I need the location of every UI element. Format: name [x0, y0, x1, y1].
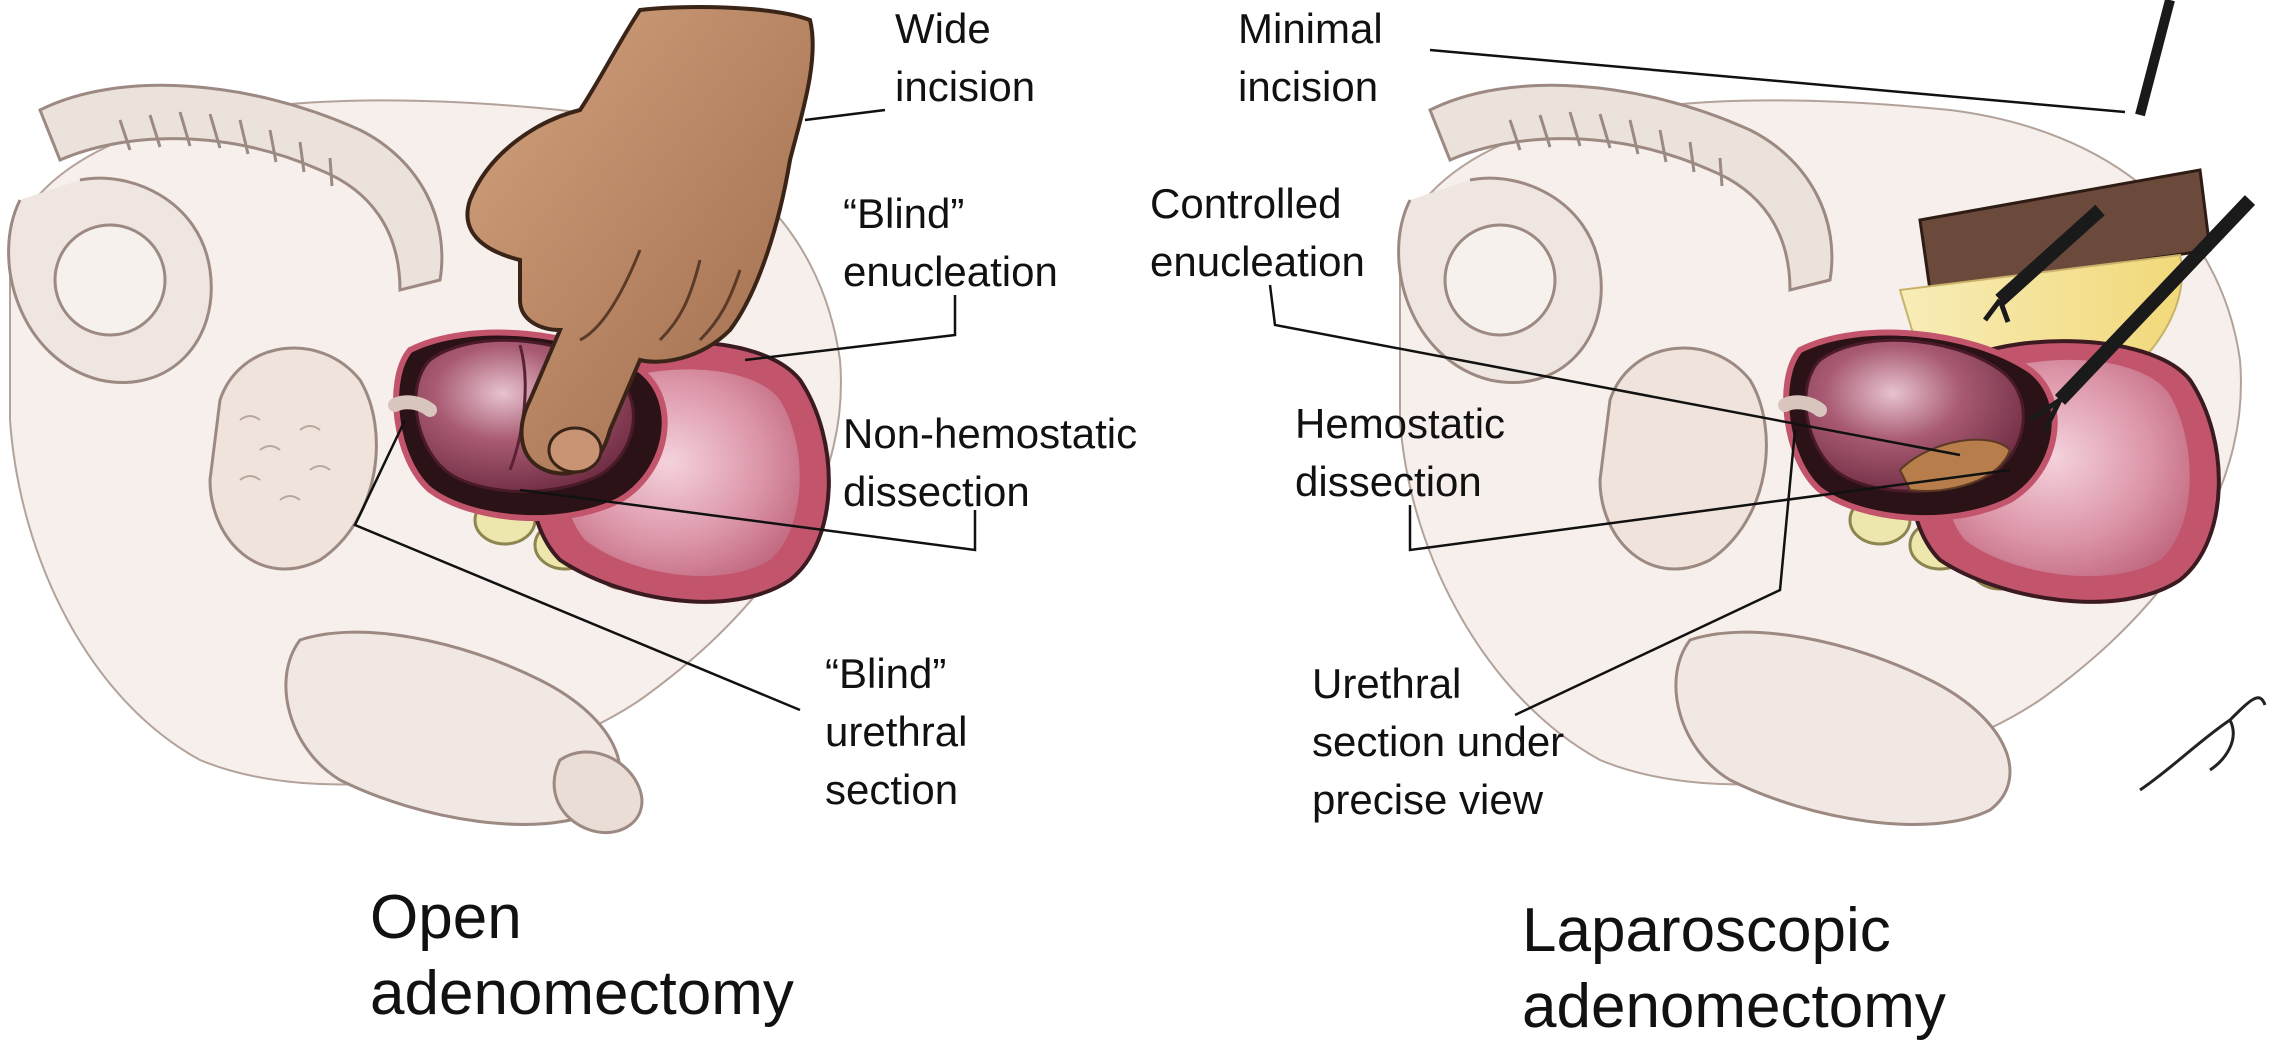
sacrum-band-right — [1428, 83, 1834, 292]
leader-urethral-precise — [1514, 429, 1797, 717]
label-line: Non-hemostatic — [843, 410, 1138, 457]
label-wide-incision: Wide incision — [895, 0, 1035, 116]
label-line: Minimal — [1238, 5, 1383, 52]
caption-line: Laparoscopic — [1522, 896, 1891, 965]
label-line: Wide — [895, 5, 991, 52]
fingertip — [547, 426, 603, 474]
leader-controlled-enucleation — [1268, 284, 1961, 457]
urethra-right — [1778, 395, 1827, 417]
perineal-structures-right — [1674, 630, 2012, 826]
label-line: Controlled — [1150, 180, 1342, 227]
sacrum-band — [38, 83, 444, 292]
label-line: “Blind” — [825, 650, 947, 697]
label-line: dissection — [843, 468, 1030, 515]
label-blind-urethral-section: “Blind” urethral section — [825, 645, 967, 819]
perineal-bone — [552, 750, 644, 835]
urethra — [388, 395, 437, 417]
sacrum-striations-right — [1508, 111, 1724, 187]
label-line: Hemostatic — [1295, 400, 1506, 447]
caption-line: Open — [370, 883, 522, 952]
label-line: enucleation — [843, 248, 1058, 295]
pubic-bone — [208, 346, 378, 571]
caption-open-adenomectomy: Open adenomectomy — [370, 880, 794, 1032]
label-line: section under — [1312, 718, 1565, 765]
label-line: incision — [1238, 63, 1379, 110]
laparoscopic-instruments — [1983, 0, 2256, 432]
label-line: urethral — [825, 708, 968, 755]
leader-wide-incision — [804, 108, 886, 122]
leader-blind-urethral — [353, 419, 801, 712]
leader-lines — [353, 48, 2126, 717]
label-line: precise view — [1312, 776, 1544, 823]
leader-blind-enucleation — [744, 295, 957, 362]
dissected-plane — [1898, 438, 2012, 492]
pubic-bone-right — [1598, 346, 1768, 571]
sacrum-striations — [118, 111, 334, 187]
label-line: “Blind” — [843, 190, 965, 237]
rectum-lumen — [53, 223, 167, 337]
label-controlled-enucleation: Controlled enucleation — [1150, 175, 1365, 291]
label-hemostatic-dissection: Hemostatic dissection — [1295, 395, 1505, 511]
caption-line: adenomectomy — [370, 959, 794, 1028]
rectum-lumen-right — [1443, 223, 1557, 337]
pubic-texture — [239, 415, 331, 501]
label-blind-enucleation: “Blind” enucleation — [843, 185, 1058, 301]
open-adenomectomy-drawing — [7, 5, 842, 835]
label-non-hemostatic-dissection: Non-hemostatic dissection — [843, 405, 1137, 521]
label-line: Urethral — [1312, 660, 1462, 707]
surgeon-hand — [465, 5, 815, 476]
leader-minimal-incision — [1429, 48, 2126, 114]
hand-finger-lines — [579, 249, 742, 342]
caption-line: adenomectomy — [1522, 972, 1946, 1041]
laparoscopic-adenomectomy-drawing — [1397, 0, 2267, 826]
label-line: enucleation — [1150, 238, 1365, 285]
label-line: incision — [895, 63, 1036, 110]
caption-laparoscopic-adenomectomy: Laparoscopic adenomectomy — [1522, 893, 1946, 1045]
artist-signature — [2139, 696, 2267, 792]
label-minimal-incision: Minimal incision — [1238, 0, 1383, 116]
label-line: dissection — [1295, 458, 1482, 505]
prostate-lobe-line — [508, 344, 527, 471]
leader-hemostatic — [1408, 468, 2011, 552]
label-line: section — [825, 766, 959, 813]
leader-non-hemostatic — [519, 488, 977, 552]
label-urethral-section-precise-view: Urethral section under precise view — [1312, 655, 1564, 829]
